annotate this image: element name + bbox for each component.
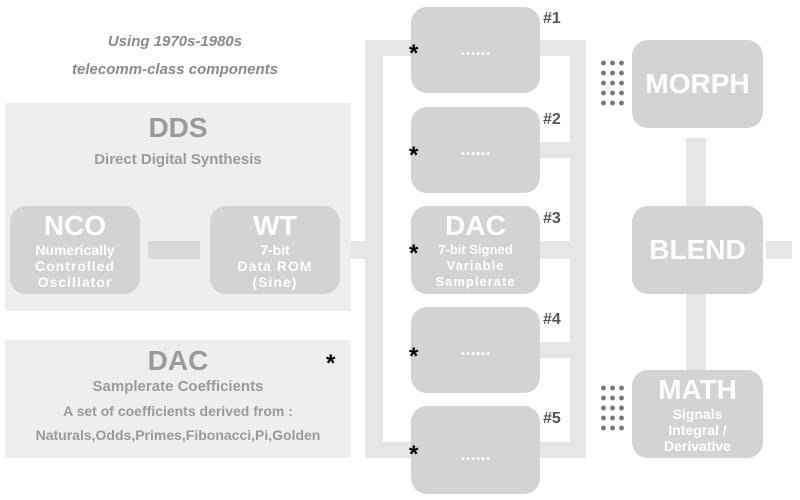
nco-line-1: Numerically	[35, 242, 115, 258]
dac-coefficients-line-2: Naturals,Odds,Primes,Fibonacci,Pi,Golden	[35, 427, 321, 443]
dds-title: DDS	[148, 112, 208, 143]
dac-coefficients-panel	[5, 340, 351, 458]
caption-line-1: Using 1970s-1980s	[107, 33, 243, 50]
channel-3-star: *	[409, 240, 419, 267]
wt-block: WT 7-bit Data ROM (Sine)	[210, 206, 340, 294]
dac-coefficients-star: *	[326, 350, 336, 377]
nco-block: NCO Numerically Controlled Oscillator	[10, 206, 140, 294]
channel-1-number: #1	[543, 10, 561, 27]
dac-coefficients-line-1: A set of coefficients derived from :	[63, 403, 293, 419]
channel-3-link	[540, 241, 586, 259]
nco-line-2: Controlled	[35, 258, 115, 274]
channel-1-link	[540, 40, 586, 56]
channel-4-star: *	[409, 343, 419, 370]
dac-coefficients-title: DAC	[147, 345, 209, 376]
morph-blend-link	[686, 138, 706, 208]
math-dots-icon	[599, 383, 625, 435]
dac-coefficients-subtitle: Samplerate Coefficients	[92, 378, 264, 395]
channel-4-label: ......	[460, 339, 491, 359]
channel-bus-left	[365, 40, 383, 458]
channel-4-link	[540, 342, 586, 358]
channel-2-block: ......	[411, 107, 540, 193]
morph-title: MORPH	[645, 68, 750, 99]
channel-5-star: *	[409, 441, 419, 468]
channel-4-number: #4	[543, 311, 561, 328]
channel-5-link	[540, 442, 586, 458]
channel-3-title: DAC	[445, 210, 506, 241]
channel-5-label: ......	[460, 444, 491, 464]
wt-line-1: 7-bit	[260, 242, 290, 258]
dds-subtitle: Direct Digital Synthesis	[94, 151, 262, 168]
channel-3-block: DAC 7-bit Signed Variable Samplerate	[411, 206, 540, 294]
bus-link-bottom	[365, 442, 413, 458]
channel-1-block: ......	[411, 7, 540, 93]
channel-1-label: ......	[460, 39, 491, 59]
channel-3-line-3: Samplerate	[435, 274, 516, 289]
channel-5-number: #5	[543, 410, 561, 427]
caption-line-2: telecomm-class components	[72, 61, 278, 78]
math-block: MATH Signals Integral / Derivative	[632, 370, 763, 458]
bus-link-top	[365, 40, 413, 56]
channel-2-label: ......	[460, 139, 491, 159]
math-title: MATH	[658, 374, 737, 405]
math-line-3: Derivative	[664, 438, 731, 454]
wt-title: WT	[253, 210, 297, 241]
channel-2-link	[540, 142, 586, 158]
channel-3-line-1: 7-bit Signed	[438, 242, 513, 257]
nco-line-3: Oscillator	[37, 274, 113, 290]
math-line-1: Signals	[672, 406, 723, 422]
channel-2-star: *	[409, 142, 419, 169]
channel-4-block: ......	[411, 307, 540, 393]
blend-title: BLEND	[649, 234, 746, 265]
wt-line-3: (Sine)	[252, 274, 298, 290]
channel-3-number: #3	[543, 210, 561, 227]
math-line-2: Integral /	[668, 422, 727, 438]
wt-line-2: Data ROM	[237, 258, 313, 274]
channel-5-block: ......	[411, 406, 540, 494]
channel-2-number: #2	[543, 111, 561, 128]
nco-title: NCO	[43, 210, 107, 241]
channel-3-line-2: Variable	[446, 258, 505, 273]
blend-block: BLEND	[632, 206, 763, 294]
blend-math-link	[686, 292, 706, 372]
channel-1-star: *	[409, 40, 419, 67]
caption: Using 1970s-1980s telecomm-class compone…	[40, 28, 310, 84]
morph-block: MORPH	[632, 40, 763, 128]
nco-wt-link	[148, 241, 200, 259]
morph-dots-icon	[599, 58, 625, 110]
blend-output-link	[766, 241, 792, 259]
